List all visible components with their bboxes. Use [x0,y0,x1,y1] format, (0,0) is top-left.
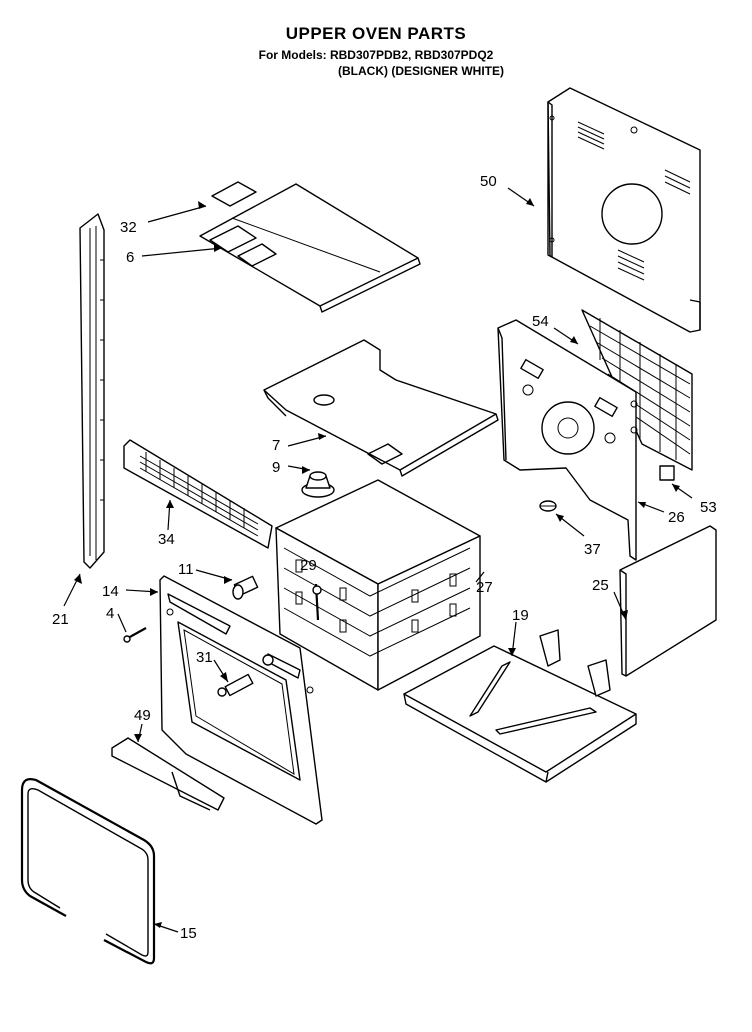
callout-9: 9 [272,459,280,476]
callout-25: 25 [592,577,609,594]
part-19-bottom-tray [403,629,637,783]
callout-15: 15 [180,925,197,942]
callout-37: 37 [584,541,601,558]
diagram-title: UPPER OVEN PARTS [285,24,467,43]
callout-32: 32 [120,219,137,236]
part-31-lamp-socket [217,654,274,697]
callout-26: 26 [668,509,685,526]
part-9-vent-cap [301,471,335,498]
part-49-bottom-trim [111,737,225,811]
part-7-top-shield [263,339,499,477]
part-11-light-socket [232,575,259,600]
part-15-door-gasket [20,778,156,965]
callout-14: 14 [102,583,119,600]
part-34-vent-grille [123,439,273,549]
callout-27: 27 [476,579,493,596]
callout-21: 21 [52,611,69,628]
part-25-side-panel [619,525,717,677]
callout-50: 50 [480,173,497,190]
callout-34: 34 [158,531,175,548]
callout-29: 29 [300,557,317,574]
leader-lines [63,187,693,933]
callout-6: 6 [126,249,134,266]
part-4-screw [123,627,147,643]
callout-19: 19 [512,607,529,624]
finish-line: (BLACK) (DESIGNER WHITE) [338,64,504,78]
part-29-sensor [312,583,322,621]
part-32-part-6-top-cover [199,181,421,313]
callout-labels: 50 32 6 54 7 9 53 26 34 37 11 29 27 25 1… [52,173,717,942]
callout-49: 49 [134,707,151,724]
callout-11: 11 [178,561,194,578]
part-26-back-wall [497,319,638,561]
callout-54: 54 [532,313,549,330]
callout-31: 31 [196,649,213,666]
part-37-thermostat [539,500,557,512]
callout-7: 7 [272,437,280,454]
callout-4: 4 [106,605,114,622]
models-line: For Models: RBD307PDB2, RBD307PDQ2 [258,48,494,62]
callout-53: 53 [700,499,717,516]
part-27-oven-cavity [275,479,481,691]
part-50-rear-panel [547,87,701,333]
part-21-side-trim [79,213,105,569]
part-53-terminal-block [659,465,675,481]
